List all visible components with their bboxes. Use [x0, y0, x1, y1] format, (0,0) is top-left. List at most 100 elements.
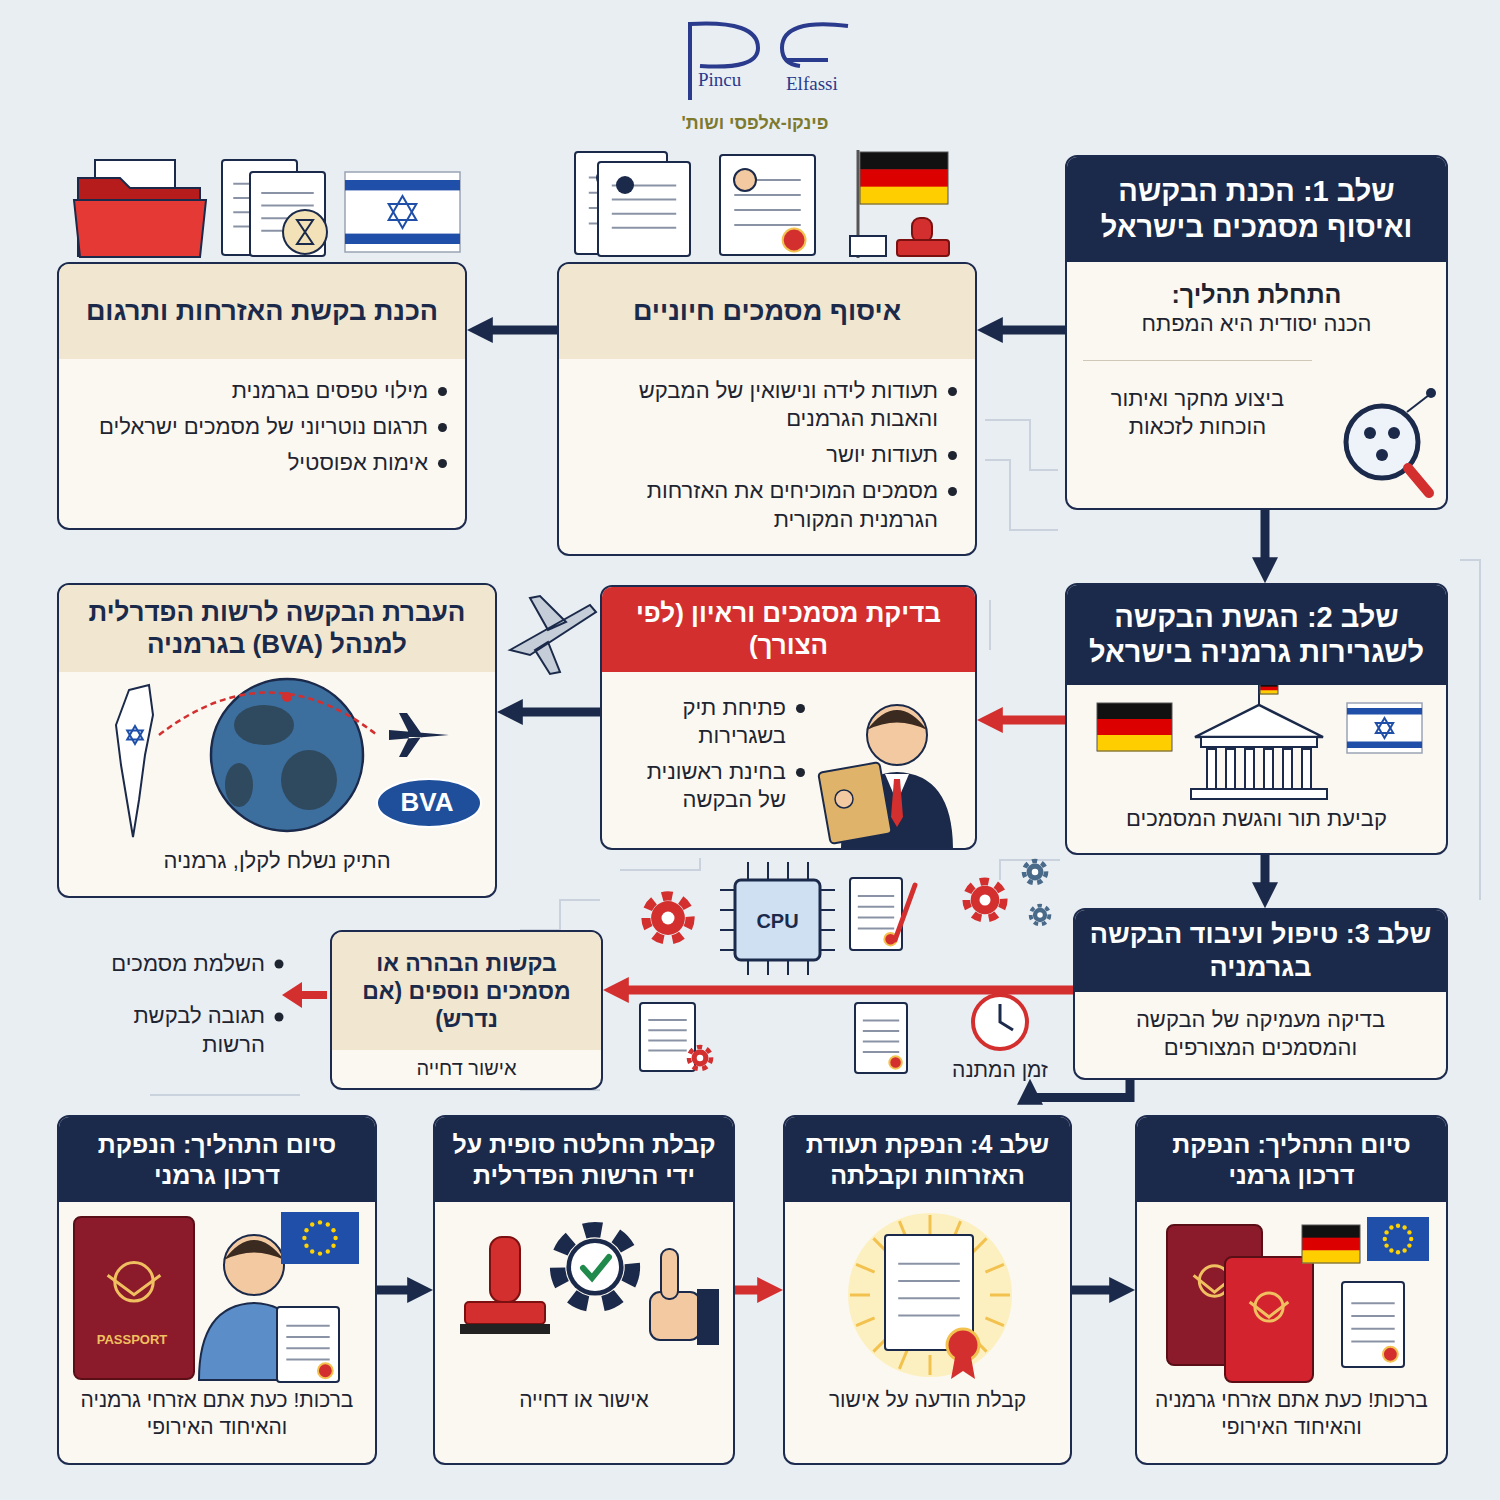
- drawing-part: [856, 1318, 874, 1326]
- bullet-dot: [948, 487, 957, 496]
- drawing-part: [863, 1030, 899, 1032]
- label-text: Elfassi: [786, 72, 862, 97]
- header-band: שלב 2: הגשת הבקשה לשגרירות גרמניה בישראל: [1067, 585, 1446, 685]
- box-body: פתיחת תיק בשגרירות בחינת ראשונית של הבקשה: [602, 672, 975, 848]
- drawing-part: [1396, 1224, 1400, 1228]
- drawing-part: [858, 917, 894, 919]
- drawing-part: [855, 1003, 907, 1073]
- box-body: מילוי טפסים בגרמניתתרגום נוטריוני של מסמ…: [59, 359, 465, 528]
- drawing-part: [787, 960, 789, 975]
- drawing-part: [283, 210, 327, 254]
- text-row: ברכות! כעת אתם אזרחי גרמניה והאיחוד האיר…: [1149, 1387, 1434, 1441]
- drawing-part: [1389, 1248, 1393, 1252]
- text-row: בחינת ראשונית של הבקשה: [614, 758, 805, 814]
- drawing-part: [989, 600, 991, 650]
- drawing-part: [286, 1359, 329, 1361]
- bullet-dot: [438, 459, 447, 468]
- drawing-part: [286, 1325, 329, 1327]
- text-row: בדיקה מעמיקה של הבקשה והמסמכים המצורפים: [1091, 1006, 1430, 1062]
- drawing-part: [929, 1355, 932, 1375]
- drawing-part: [860, 152, 948, 204]
- drawing-part: [1032, 869, 1039, 876]
- box-heading: שלב 4: הנפקת תעודת האזרחות וקבלתה: [799, 1129, 1056, 1190]
- drawing-part: [985, 460, 1058, 530]
- drawing-part: [389, 204, 417, 228]
- drawing-part: [1283, 749, 1292, 789]
- drawing-part: [951, 1357, 975, 1379]
- text-row: פתיחת תיק בשגרירות: [614, 694, 805, 750]
- drawing-part: [520, 900, 600, 930]
- drawing-part: [1389, 1225, 1393, 1229]
- header-band: קבלת החלטה סופית על ידי הרשות הפדרלית: [435, 1117, 733, 1202]
- drawing-part: [1097, 719, 1172, 736]
- drawing-part: [224, 1240, 284, 1260]
- drawing-part: [1302, 749, 1311, 789]
- drawing-part: [640, 1003, 695, 1071]
- body-text: התחלת תהליך:: [1083, 278, 1430, 310]
- drawing-part: [318, 1251, 322, 1255]
- drawing-part: [612, 213, 676, 215]
- drawing-part: [720, 929, 735, 931]
- drawing-part: [1347, 708, 1422, 715]
- drawing-part: [302, 1236, 306, 1240]
- drawing-part: [848, 1213, 1012, 1377]
- drawing-part: [1264, 749, 1273, 789]
- drawing-part: [985, 1318, 1003, 1326]
- box-heading: הכנת בקשת האזרחות ותרגום: [86, 295, 438, 328]
- drawing-part: [297, 220, 313, 244]
- drawing-part: [612, 199, 676, 201]
- text-row: התיק נשלח לקלן, גרמניה: [75, 847, 479, 875]
- drawing-part: [820, 909, 835, 911]
- text-row: קביעת תור והגשת המסמכים: [1083, 805, 1430, 833]
- drawing-part: [1097, 703, 1172, 751]
- drawing-part: [929, 1215, 932, 1235]
- drawing-part: [895, 885, 915, 940]
- drawing-part: [1000, 1004, 1013, 1030]
- body-text: קביעת תור והגשת המסמכים: [1083, 805, 1430, 833]
- drawing-part: [858, 927, 894, 929]
- drawing-part: [947, 1329, 979, 1361]
- process-box: הכנת בקשת האזרחות ותרגום מילוי טפסים בגרמ…: [57, 262, 467, 530]
- drawing-part: [966, 881, 1003, 918]
- box-heading: שלב 1: הכנת הבקשה ואיסוף מסמכים בישראל: [1081, 174, 1432, 245]
- body-text: אישור או דחייה: [447, 1387, 721, 1414]
- drawing-part: [389, 713, 449, 757]
- drawing-part: [1408, 468, 1429, 493]
- drawing-part: [465, 1302, 545, 1324]
- drawing-part: [282, 692, 292, 702]
- drawing-part: [720, 155, 815, 255]
- drawing-part: [648, 1039, 687, 1041]
- drawing-part: [650, 1292, 700, 1340]
- drawing-part: [1460, 560, 1480, 900]
- drawing-part: [127, 731, 143, 745]
- drawing-part: [1027, 864, 1044, 881]
- label-text: CPU: [737, 908, 818, 934]
- drawing-part: [331, 1244, 335, 1248]
- drawing-part: [689, 1047, 711, 1069]
- text-row: ביצוע מחקר ואיתור הוכחות לזכאות: [1083, 360, 1430, 441]
- drawing-part: [1195, 705, 1323, 737]
- drawing-part: [820, 889, 835, 891]
- drawing-part: [692, 1050, 709, 1067]
- header-band: בקשות הבהרה או מסמכים נוספים (אם נדרש): [332, 932, 601, 1050]
- drawing-part: [281, 1212, 359, 1264]
- drawing-part: [835, 790, 853, 808]
- drawing-part: [720, 909, 735, 911]
- process-box: איסוף מסמכים חיונייםתעודות לידה ונישואין…: [557, 262, 977, 556]
- text-row: הכנה יסודית היא המפתח: [1083, 310, 1430, 338]
- drawing-part: [1037, 912, 1043, 918]
- drawing-part: [648, 1019, 687, 1021]
- drawing-part: [734, 194, 801, 196]
- text-row: תעודות יושר: [573, 441, 957, 469]
- drawing-part: [310, 1222, 314, 1226]
- drawing-part: [973, 995, 1027, 1049]
- drawing-part: [1376, 449, 1388, 461]
- box-body: קבלת הודעה על אישור: [785, 1202, 1070, 1463]
- drawing-part: [1245, 749, 1254, 789]
- drawing-part: [150, 1094, 300, 1096]
- step-box: שלב 4: הנפקת תעודת האזרחות וקבלתה קבלת הו…: [783, 1115, 1072, 1465]
- box-heading: שלב 2: הגשת הבקשה לשגרירות גרמניה בישראל: [1081, 600, 1432, 671]
- drawing-part: [734, 224, 801, 226]
- drawing-part: [858, 906, 894, 908]
- body-text: ביצוע מחקר ואיתור הוכחות לזכאות: [1083, 360, 1312, 441]
